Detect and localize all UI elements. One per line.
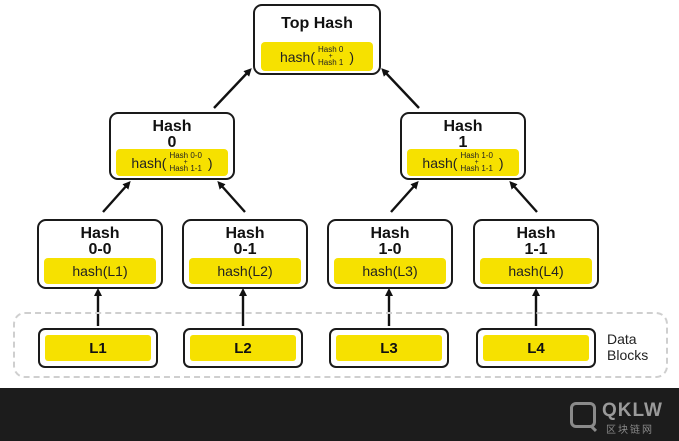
hash-0-1-title: Hash [225, 225, 265, 242]
hash-0-1-subtitle: 0-1 [233, 241, 257, 258]
hash-0-formula: hash( Hash 0-0 + Hash 1-1 ) [116, 149, 228, 176]
hash-args: Hash 1-0 + Hash 1-1 [460, 152, 492, 173]
hash-1-0-subtitle: 1-0 [378, 241, 402, 258]
hash-1-0-node: Hash 1-0 hash(L3) [327, 219, 453, 289]
hash-1-0-value: hash(L3) [334, 258, 446, 284]
arrow-leaf11-to-hash1 [509, 181, 538, 213]
hash-args: Hash 0 + Hash 1 [318, 46, 343, 67]
arrow-hash1-to-top [381, 68, 420, 109]
hash-function-label: hash( [422, 154, 458, 171]
hash-arg-bottom: Hash 1 [318, 58, 344, 67]
data-block-l2: L2 [183, 328, 303, 368]
hash-arg-top: Hash 0-0 [169, 151, 202, 160]
data-block-l3-label: L3 [336, 335, 442, 361]
arrow-leaf00-to-hash0 [102, 181, 131, 213]
data-block-l3: L3 [329, 328, 449, 368]
arrow-hash0-to-top [213, 68, 252, 109]
top-hash-node: Top Hash hash( Hash 0 + Hash 1 ) [253, 4, 381, 75]
arrow-leaf01-to-hash0 [217, 181, 246, 213]
hash-plus: + [183, 159, 188, 166]
data-blocks-label-line1: Data [607, 331, 637, 347]
hash-1-subtitle: 1 [458, 134, 468, 151]
arrow-leaf10-to-hash1 [390, 181, 419, 213]
data-blocks-label-line2: Blocks [607, 347, 649, 363]
connector-arrows [94, 68, 540, 326]
hash-1-node: Hash 1 hash( Hash 1-0 + Hash 1-1 ) [400, 112, 526, 180]
top-hash-title: Top Hash [281, 15, 353, 32]
data-block-l4: L4 [476, 328, 596, 368]
hash-1-title: Hash [443, 118, 483, 135]
hash-args: Hash 0-0 + Hash 1-1 [169, 152, 201, 173]
top-hash-formula: hash( Hash 0 + Hash 1 ) [261, 42, 373, 71]
hash-1-1-value: hash(L4) [480, 258, 592, 284]
hash-plus: + [474, 159, 479, 166]
hash-arg-bottom: Hash 1-1 [169, 164, 202, 173]
hash-1-1-subtitle: 1-1 [524, 241, 548, 258]
merkle-tree-diagram: Top Hash hash( Hash 0 + Hash 1 ) Hash 0 … [13, 4, 668, 378]
hash-plus: + [328, 53, 333, 60]
hash-close-paren: ) [349, 48, 355, 65]
hash-0-node: Hash 0 hash( Hash 0-0 + Hash 1-1 ) [109, 112, 235, 180]
hash-0-0-node: Hash 0-0 hash(L1) [37, 219, 163, 289]
data-block-l2-label: L2 [190, 335, 296, 361]
q-logo-icon [570, 402, 596, 428]
hash-arg-top: Hash 0 [318, 45, 344, 54]
hash-1-formula: hash( Hash 1-0 + Hash 1-1 ) [407, 149, 519, 176]
data-block-l1: L1 [38, 328, 158, 368]
hash-close-paren: ) [498, 154, 504, 171]
hash-function-label: hash( [131, 154, 167, 171]
data-block-l1-label: L1 [45, 335, 151, 361]
hash-0-1-node: Hash 0-1 hash(L2) [182, 219, 308, 289]
data-blocks-group [13, 312, 668, 378]
hash-0-1-value: hash(L2) [189, 258, 301, 284]
watermark-subtext: 区块链网 [606, 425, 654, 436]
hash-1-1-title: Hash [516, 225, 556, 242]
hash-0-subtitle: 0 [167, 134, 177, 151]
watermark-logo: QKLW 区块链网 [570, 400, 675, 436]
hash-0-0-title: Hash [80, 225, 120, 242]
hash-close-paren: ) [207, 154, 213, 171]
data-block-l4-label: L4 [483, 335, 589, 361]
hash-0-0-value: hash(L1) [44, 258, 156, 284]
hash-0-title: Hash [152, 118, 192, 135]
hash-arg-top: Hash 1-0 [460, 151, 493, 160]
hash-1-0-title: Hash [370, 225, 410, 242]
data-blocks-label: Data Blocks [607, 331, 667, 363]
hash-function-label: hash( [279, 48, 315, 65]
hash-0-0-subtitle: 0-0 [88, 241, 112, 258]
hash-arg-bottom: Hash 1-1 [460, 164, 493, 173]
hash-1-1-node: Hash 1-1 hash(L4) [473, 219, 599, 289]
footer-bar [0, 388, 679, 441]
watermark-text: QKLW [602, 400, 663, 421]
